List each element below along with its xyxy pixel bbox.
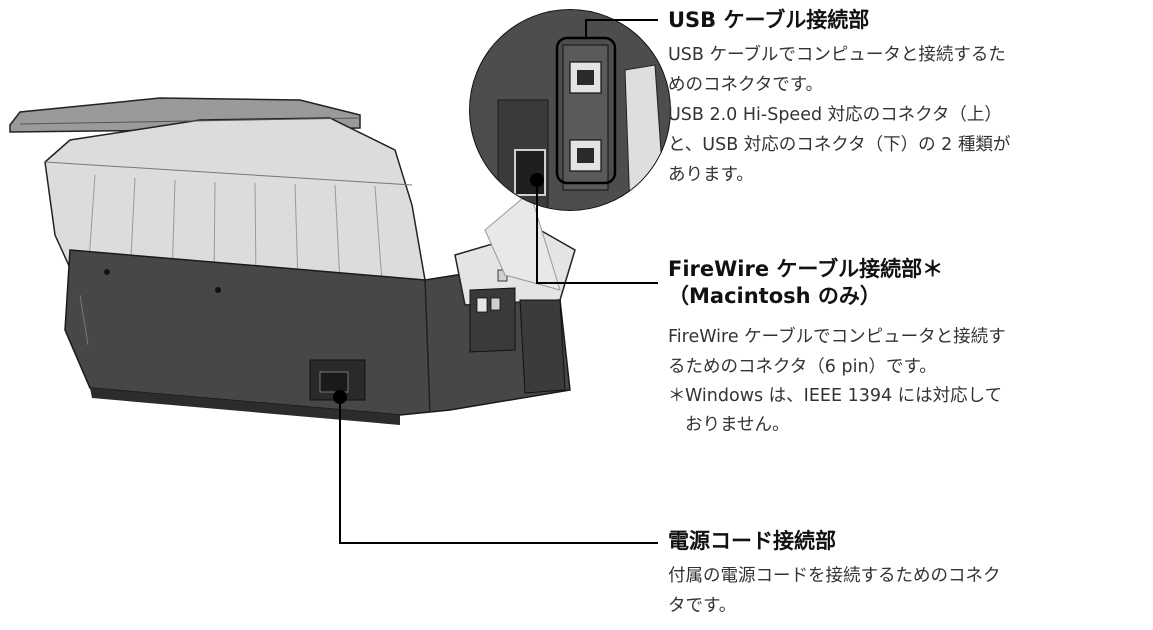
- power-body-line: 付属の電源コードを接続するためのコネク: [668, 566, 1001, 586]
- usb-body-line: あります。: [668, 165, 754, 185]
- usb-body-line: USB ケーブルでコンピュータと接続するた: [668, 45, 1006, 65]
- usb-connector-description: USB ケーブル接続部 USB ケーブルでコンピュータと接続するた めのコネクタ…: [668, 7, 1146, 190]
- power-body: 付属の電源コードを接続するためのコネク タです。: [668, 561, 1146, 621]
- power-leader-dot: [333, 390, 347, 404]
- firewire-leader-line: [536, 180, 658, 284]
- leader-lines: [339, 19, 658, 544]
- usb-body-line: と、USB 対応のコネクタ（下）の 2 種類が: [668, 135, 1011, 155]
- firewire-note-line: Windows は、IEEE 1394 には対応して: [685, 386, 1003, 406]
- firewire-leader-dot: [530, 173, 544, 187]
- usb-body-line: USB 2.0 Hi-Speed 対応のコネクタ（上）: [668, 105, 1002, 125]
- firewire-note: ＊ Windows は、IEEE 1394 には対応して おりません。: [668, 382, 1146, 440]
- power-leader-line: [339, 397, 658, 544]
- firewire-connector-description: FireWire ケーブル接続部＊ （Macintosh のみ） FireWir…: [668, 256, 1146, 440]
- usb-body-line: めのコネクタです。: [668, 75, 824, 95]
- firewire-body-line: FireWire ケーブルでコンピュータと接続す: [668, 327, 1006, 347]
- firewire-heading-line-2: （Macintosh のみ）: [668, 284, 881, 308]
- power-body-line: タです。: [668, 596, 737, 616]
- note-asterisk: ＊: [668, 386, 686, 406]
- usb-heading: USB ケーブル接続部: [668, 8, 870, 32]
- usb-leader-line: [585, 19, 658, 38]
- connector-zoom-inset: [469, 9, 671, 291]
- firewire-note-line: おりません。: [685, 415, 790, 435]
- firewire-body-line: るためのコネクタ（6 pin）です。: [668, 357, 937, 377]
- power-connector-description: 電源コード接続部 付属の電源コードを接続するためのコネク タです。: [668, 528, 1146, 621]
- usb-body: USB ケーブルでコンピュータと接続するた めのコネクタです。 USB 2.0 …: [668, 40, 1146, 190]
- firewire-body: FireWire ケーブルでコンピュータと接続す るためのコネクタ（6 pin）…: [668, 322, 1146, 382]
- power-heading: 電源コード接続部: [668, 529, 836, 553]
- paper-support: [9, 97, 426, 291]
- firewire-heading-line-1: FireWire ケーブル接続部＊: [668, 257, 944, 281]
